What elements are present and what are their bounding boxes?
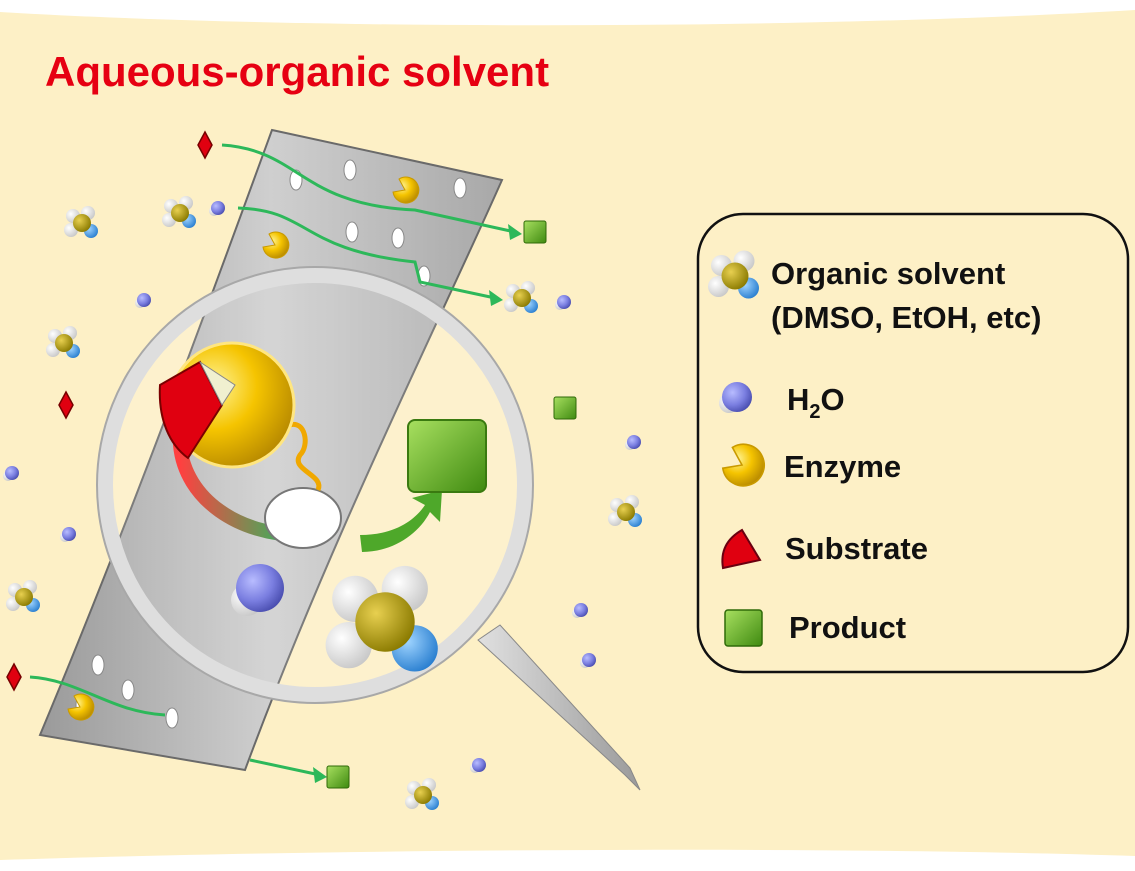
magnifier-handle <box>477 624 641 791</box>
bottom-white-band <box>0 849 1135 871</box>
legend-label-product: Product <box>789 610 906 645</box>
enzyme-linker <box>289 421 322 492</box>
zoomed-water <box>231 564 284 616</box>
water-molecule-icon <box>719 382 752 413</box>
legend-label-enzyme: Enzyme <box>784 449 901 484</box>
zoomed-product <box>407 419 487 493</box>
legend-label-substrate: Substrate <box>785 531 928 566</box>
substrate-icon <box>721 528 762 570</box>
magnifying-glass <box>96 266 641 791</box>
legend-label-organic-solvent: Organic solvent <box>771 256 1005 291</box>
legend-item-substrate: Substrate <box>721 528 928 570</box>
legend-item-water: H2O <box>719 382 845 423</box>
legend-item-product: Product <box>724 609 906 647</box>
legend-box <box>696 212 1130 674</box>
legend-label-water: H2O <box>787 382 845 423</box>
diagram-title: Aqueous-organic solvent <box>45 48 549 95</box>
zoomed-pore <box>264 487 342 549</box>
product-icon <box>724 609 763 647</box>
top-white-band <box>0 0 1135 26</box>
legend-item-enzyme: Enzyme <box>721 443 901 487</box>
arrow-heads <box>313 224 522 783</box>
flow-arrows <box>29 143 516 777</box>
zoomed-substrate <box>158 360 224 460</box>
legend-label-organic-solvent-examples: (DMSO, EtOH, etc) <box>771 300 1041 335</box>
product-release-arrow <box>360 490 442 552</box>
legend: Organic solvent (DMSO, EtOH, etc) H2O En… <box>696 212 1130 674</box>
legend-item-organic-solvent: Organic solvent (DMSO, EtOH, etc) <box>708 250 1041 335</box>
